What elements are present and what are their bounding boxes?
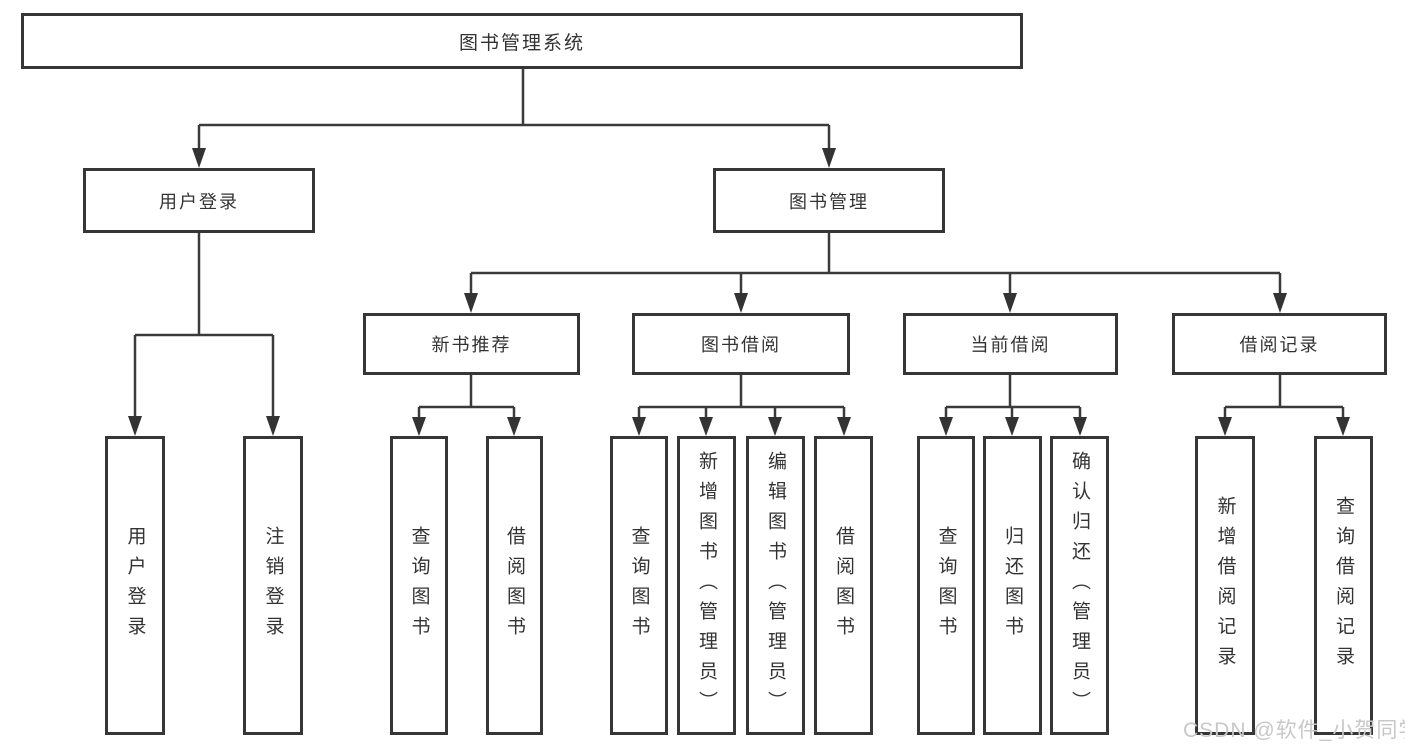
node-root: 图书管理系统 (21, 13, 1023, 69)
node-user-login: 用户登录 (83, 168, 315, 233)
leaf-logout: 注销登录 (243, 436, 303, 735)
connector-user-login (128, 233, 280, 436)
leaf-return-book: 归还图书 (983, 436, 1042, 735)
leaf-query-books-2: 查询图书 (610, 436, 668, 735)
csdn-watermark: CSDN @软件_小贺同学 (1183, 719, 1405, 742)
leaf-borrow-books-2: 借阅图书 (814, 436, 873, 735)
node-book-borrow: 图书借阅 (632, 313, 850, 375)
leaf-query-books-3: 查询图书 (917, 436, 975, 735)
node-borrow-records: 借阅记录 (1172, 313, 1387, 375)
leaf-confirm-return-admin: 确认归还（管理员） (1050, 436, 1109, 735)
connector-current-borrow (939, 375, 1087, 436)
connector-borrow-records (1218, 375, 1350, 436)
node-current-borrow: 当前借阅 (903, 313, 1118, 375)
leaf-add-book-admin: 新增图书（管理员） (677, 436, 736, 735)
leaf-edit-book-admin: 编辑图书（管理员） (746, 436, 805, 735)
connector-new-book-recommend (412, 375, 521, 436)
connector-root (192, 69, 836, 168)
connector-book-management (464, 233, 1287, 313)
leaf-user-login: 用户登录 (105, 436, 165, 735)
node-book-management: 图书管理 (713, 168, 945, 233)
leaf-query-borrow-record: 查询借阅记录 (1314, 436, 1373, 735)
leaf-add-borrow-record: 新增借阅记录 (1195, 436, 1255, 735)
node-new-book-recommend: 新书推荐 (363, 313, 580, 375)
connector-book-borrow (632, 375, 851, 436)
leaf-borrow-books-1: 借阅图书 (486, 436, 543, 735)
leaf-query-books-1: 查询图书 (390, 436, 448, 735)
